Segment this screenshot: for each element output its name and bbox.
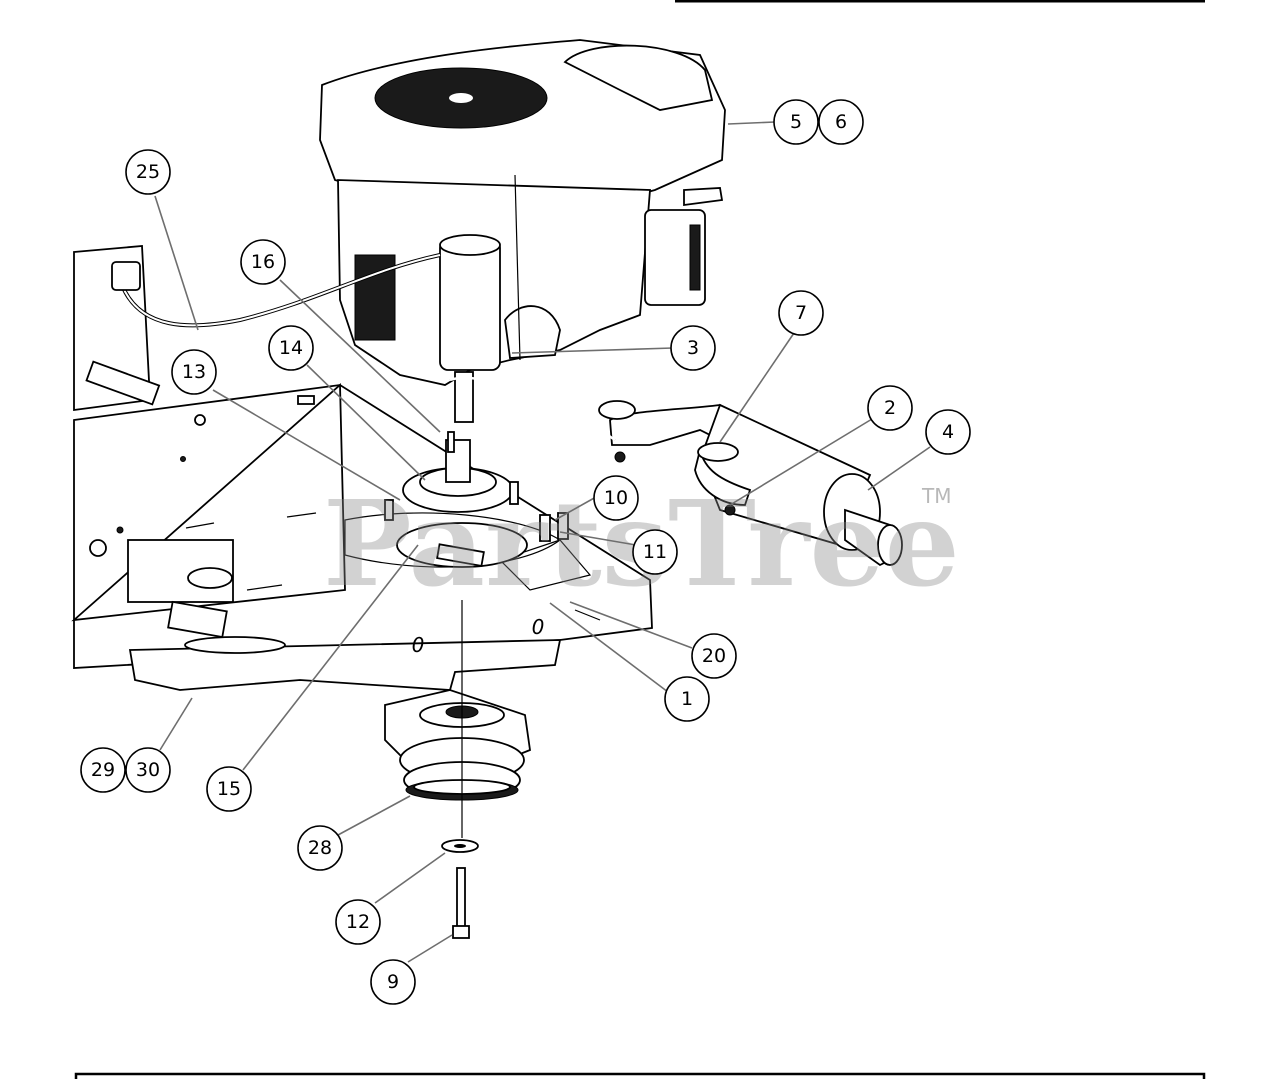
svg-text:29: 29 [91,759,115,781]
clutch-bolt [456,867,466,931]
svg-text:25: 25 [136,161,160,183]
callout-13: 13 [171,349,217,395]
callout-4: 4 [925,409,971,455]
fuel-line-inner [449,376,616,442]
svg-text:9: 9 [387,971,399,993]
svg-text:28: 28 [308,837,332,859]
svg-text:10: 10 [604,487,628,509]
watermark-tm: TM [921,484,951,508]
belt-guide [436,543,485,567]
cable-clamp [111,261,141,291]
pto-clutch [384,689,531,801]
svg-text:7: 7 [795,302,807,324]
svg-text:14: 14 [279,337,303,359]
svg-text:15: 15 [217,778,241,800]
callout-15: 15 [206,766,252,812]
svg-text:30: 30 [136,759,160,781]
bolts [384,431,569,542]
muffler [598,400,903,567]
leader-lines [154,121,931,963]
engine [319,39,726,423]
callout-3: 3 [670,325,716,371]
deck-frame [71,245,653,691]
svg-text:1: 1 [681,688,693,710]
callout-20: 20 [691,633,737,679]
callout-11: 11 [632,529,678,575]
callout-5: 5 [773,99,819,145]
callout-6: 6 [818,99,864,145]
svg-text:3: 3 [687,337,699,359]
callout-1: 1 [664,676,710,722]
callout-29: 29 [80,747,126,793]
svg-text:11: 11 [643,541,667,563]
frame-mark-left: 0 [412,633,425,657]
callout-9: 9 [370,959,416,1005]
deck-pulley [187,567,233,589]
callout-16: 16 [240,239,286,285]
svg-text:6: 6 [835,111,847,133]
callout-7: 7 [778,290,824,336]
callout-30: 30 [125,747,171,793]
svg-text:2: 2 [884,397,896,419]
fuel-line [449,377,616,441]
svg-text:12: 12 [346,911,370,933]
callout-25: 25 [125,149,171,195]
callout-12: 12 [335,899,381,945]
callout-10: 10 [593,475,639,521]
svg-text:5: 5 [790,111,802,133]
pulley-belt-assembly [187,439,562,589]
bottom-frame [74,1072,1206,1079]
callout-2: 2 [867,385,913,431]
frame-mark-right: 0 [532,615,545,639]
callout-14: 14 [268,325,314,371]
svg-text:13: 13 [182,361,206,383]
svg-text:4: 4 [942,421,954,443]
svg-text:20: 20 [702,645,726,667]
svg-text:16: 16 [251,251,275,273]
callout-28: 28 [297,825,343,871]
